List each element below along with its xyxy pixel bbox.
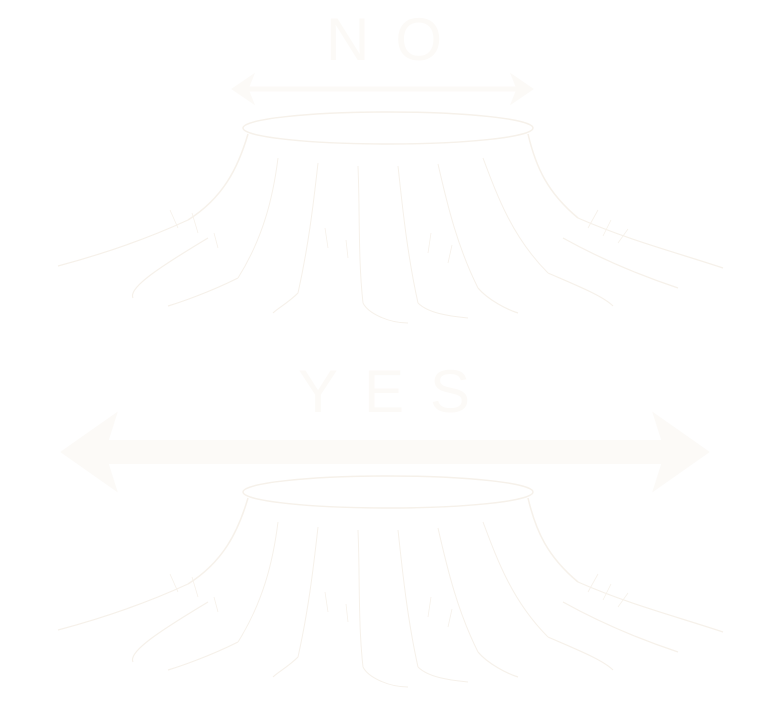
narrow-arrow <box>232 74 533 104</box>
stump-illustration-top <box>58 112 723 323</box>
wide-arrow <box>62 414 708 490</box>
stump-illustration-bottom <box>58 476 723 687</box>
